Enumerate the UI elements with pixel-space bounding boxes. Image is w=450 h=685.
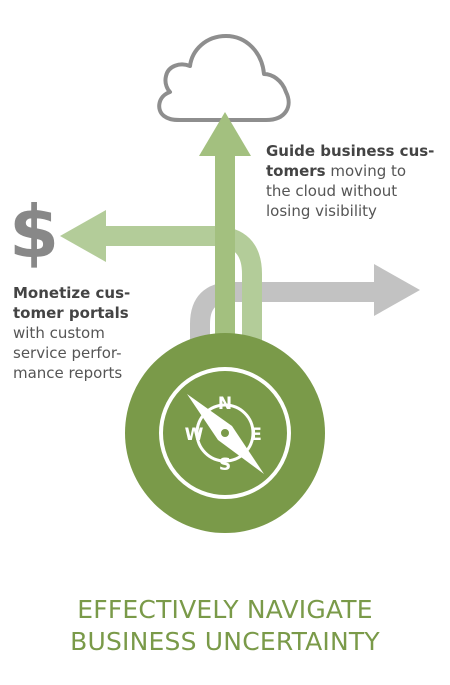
- money-callout: Monetize cus- tomer portals with custom …: [13, 283, 130, 383]
- cloud-callout-line-1: Guide business cus-: [266, 142, 435, 160]
- headline: EFFECTIVELY NAVIGATE BUSINESS UNCERTAINT…: [0, 594, 450, 658]
- compass-east: E: [250, 425, 262, 445]
- cloud-callout: Guide business cus- tomers moving to the…: [266, 141, 434, 221]
- gray-right-arrow-head: [374, 264, 420, 316]
- money-callout-line-5: mance reports: [13, 364, 123, 382]
- money-callout-line-3: with custom: [13, 324, 105, 342]
- money-callout-line-4: service perfor-: [13, 344, 122, 362]
- compass-icon: N S E W: [125, 333, 325, 533]
- green-left-arrow-head: [60, 210, 106, 262]
- dollar-icon: $: [9, 190, 60, 274]
- cloud-icon: [157, 34, 291, 122]
- headline-line-2: BUSINESS UNCERTAINTY: [70, 627, 380, 656]
- compass-west: W: [185, 425, 204, 445]
- compass-south: S: [219, 455, 231, 475]
- compass-north: N: [218, 394, 232, 414]
- money-callout-line-2: tomer portals: [13, 304, 129, 322]
- cloud-callout-line-2: tomers moving to: [266, 162, 407, 180]
- money-callout-line-1: Monetize cus-: [13, 284, 131, 302]
- headline-line-1: EFFECTIVELY NAVIGATE: [77, 595, 373, 624]
- green-up-arrow-head: [199, 112, 251, 156]
- green-up-arrow-shaft: [215, 150, 235, 355]
- cloud-callout-line-4: losing visibility: [266, 202, 377, 220]
- cloud-callout-line-3: the cloud without: [266, 182, 398, 200]
